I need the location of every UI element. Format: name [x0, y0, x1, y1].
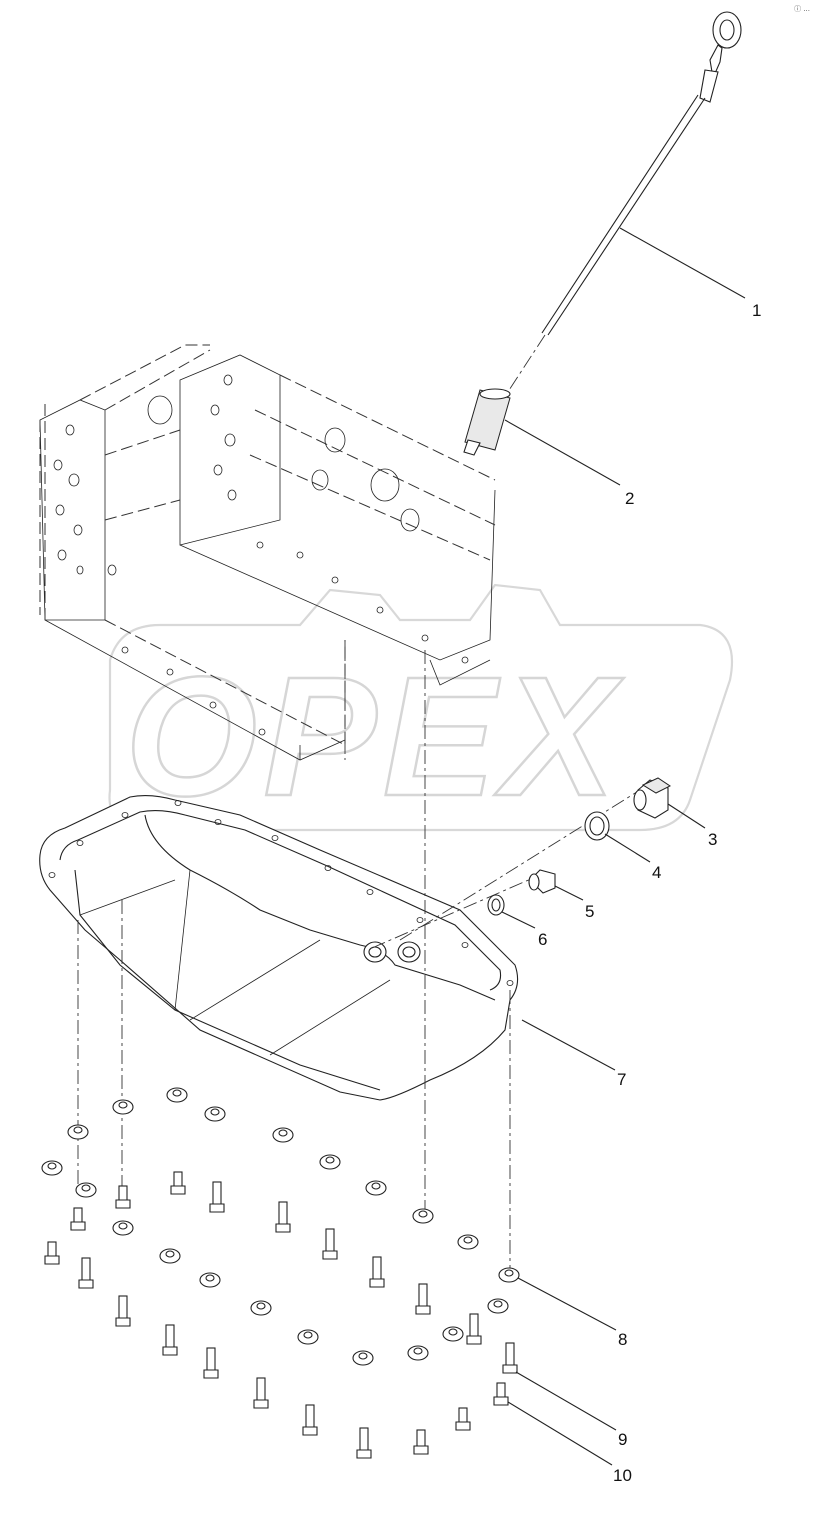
bolt — [466, 1313, 482, 1345]
washer — [498, 1267, 520, 1283]
bolt — [302, 1404, 318, 1436]
bolt — [455, 1407, 471, 1431]
corner-mark: ⓘ ... — [794, 5, 810, 13]
callout-4: 4 — [652, 863, 661, 882]
washer — [41, 1160, 63, 1176]
bolt — [203, 1347, 219, 1379]
bolt — [78, 1257, 94, 1289]
sealing-washer-small — [487, 894, 505, 916]
callout-2: 2 — [625, 489, 634, 508]
washer — [272, 1127, 294, 1143]
bolt — [115, 1295, 131, 1327]
bolt — [115, 1185, 131, 1209]
callout-1: 1 — [752, 301, 761, 320]
bolt — [170, 1171, 186, 1195]
sealing-washer-large — [584, 811, 610, 841]
bolt-short — [493, 1382, 509, 1406]
bolt — [415, 1283, 431, 1315]
washer — [407, 1345, 429, 1361]
bolt — [162, 1324, 178, 1356]
washer — [199, 1272, 221, 1288]
callout-8: 8 — [618, 1330, 627, 1349]
washer — [442, 1326, 464, 1342]
callout-10: 10 — [613, 1466, 632, 1485]
callout-7: 7 — [617, 1070, 626, 1089]
bolt — [356, 1427, 372, 1459]
bolt — [322, 1228, 338, 1260]
washer — [487, 1298, 509, 1314]
washer — [166, 1087, 188, 1103]
bolt — [275, 1201, 291, 1233]
washer — [204, 1106, 226, 1122]
washer — [75, 1182, 97, 1198]
washer — [352, 1350, 374, 1366]
drain-plug-small — [528, 869, 556, 894]
oil-pan — [39, 794, 519, 1101]
washer — [457, 1234, 479, 1250]
dipstick-guide-tube — [463, 388, 511, 456]
block-holes — [53, 374, 469, 736]
washer — [365, 1180, 387, 1196]
drain-plug-large — [633, 777, 671, 819]
bolt — [70, 1207, 86, 1231]
washer-group — [41, 1087, 520, 1366]
bolt-group — [44, 1171, 518, 1459]
bolt — [369, 1256, 385, 1288]
washer — [297, 1329, 319, 1345]
callout-5: 5 — [585, 902, 594, 921]
opex-watermark: OPEX — [108, 583, 734, 833]
bolt — [253, 1377, 269, 1409]
washer — [67, 1124, 89, 1140]
bolt — [413, 1429, 429, 1455]
bolt — [209, 1181, 225, 1213]
pan-bolt-holes — [48, 800, 514, 986]
washer — [250, 1300, 272, 1316]
washer — [319, 1154, 341, 1170]
callouts: 1 2 3 4 5 6 7 8 9 10 — [501, 227, 761, 1485]
dipstick — [469, 11, 742, 451]
watermark-text: OPEX — [125, 642, 624, 832]
washer — [159, 1248, 181, 1264]
callout-6: 6 — [538, 930, 547, 949]
washer — [112, 1220, 134, 1236]
washer — [112, 1099, 134, 1115]
bolt — [44, 1241, 60, 1265]
callout-3: 3 — [708, 830, 717, 849]
block-bosses — [147, 395, 420, 532]
callout-9: 9 — [618, 1430, 627, 1449]
bolt-long — [502, 1342, 518, 1374]
washer — [412, 1208, 434, 1224]
